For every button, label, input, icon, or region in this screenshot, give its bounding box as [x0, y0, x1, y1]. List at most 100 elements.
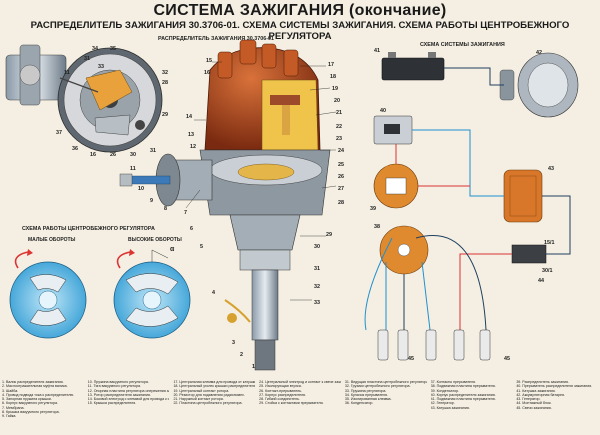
callout-14: 14	[186, 114, 192, 120]
legend-line: 21. Наружный контакт ротора.	[173, 397, 224, 402]
legend-column: 24. Центральный электрод и контакт к све…	[259, 380, 341, 435]
legend-line: 31. Ведущая пластина центробежного регул…	[344, 380, 427, 384]
legend-line: 10. Пружина вакуумного регулятора.	[87, 380, 149, 384]
legend-line: 34. Кулачок прерывателя.	[344, 392, 388, 397]
label-regulator-scheme: СХЕМА РАБОТЫ ЦЕНТРОБЕЖНОГО РЕГУЛЯТОРА	[22, 226, 155, 232]
page-title: СИСТЕМА ЗАЖИГАНИЯ (окончание)	[153, 2, 447, 19]
callout-21: 21	[336, 110, 342, 116]
distributor-cutaway	[119, 39, 331, 371]
system-scheme	[364, 52, 579, 361]
callout-22: 22	[336, 124, 342, 130]
legend-column: 10. Пружина вакуумного регулятора. 11. Т…	[88, 380, 170, 435]
callout-34: 34	[92, 46, 98, 52]
callout-28: 28	[338, 200, 344, 206]
callout-19: 19	[332, 86, 338, 92]
callout-36: 36	[72, 146, 78, 152]
callout-39: 39	[370, 206, 376, 212]
legend-line: 39. Конденсатор.	[430, 388, 460, 393]
callout-27: 27	[338, 186, 344, 192]
legend-line: 17. Центральная клемма для провода от ка…	[173, 380, 256, 384]
regulator-low-rpm	[9, 249, 87, 339]
legend-line: 41. Катушка зажигания.	[516, 388, 556, 393]
legend-line: 18. Центральный уголек крышки распредели…	[173, 384, 256, 389]
legend-line: 38. Подвижная пластина прерывателя.	[430, 384, 496, 389]
legend-line: 14. Боковой электрод с клеммой для прово…	[87, 397, 170, 402]
callout-17: 17	[328, 62, 334, 68]
distributor-top-view	[5, 44, 163, 153]
callout-23: 23	[336, 136, 342, 142]
legend-line: 13. Ротор распределителя зажигания.	[87, 392, 151, 397]
callout-31b: 31	[150, 148, 156, 154]
callout-31: 31	[84, 56, 90, 62]
callout-15: 15	[206, 58, 212, 64]
legend-line: 25. Изолирующая втулка.	[259, 384, 302, 389]
label-distributor: РАСПРЕДЕЛИТЕЛЬ ЗАЖИГАНИЯ 30.3706-01	[158, 36, 275, 42]
callout-38: 38	[374, 224, 380, 230]
legend-line: 27. Корпус распределителя.	[259, 392, 307, 397]
label-system-scheme: СХЕМА СИСТЕМЫ ЗАЖИГАНИЯ	[420, 42, 505, 48]
callout-11: 11	[64, 70, 70, 76]
legend-line: 9. Гайка.	[2, 414, 17, 419]
callout-6: 6	[190, 226, 193, 232]
callout-41: 41	[374, 48, 380, 54]
callout-43: 43	[548, 166, 554, 172]
legend-line: 8. Крышка вакуумного регулятора.	[2, 410, 60, 415]
callout-25: 25	[338, 162, 344, 168]
callout-3: 3	[232, 340, 235, 346]
callout-13: 13	[188, 132, 194, 138]
legend-line: 5. Запорная пружина крышки.	[2, 397, 52, 402]
callout-18: 18	[330, 74, 336, 80]
callout-45a: 45	[408, 356, 414, 362]
callout-5: 5	[200, 244, 203, 250]
legend-line: 42. Генератор.	[430, 401, 455, 406]
label-high-rpm: ВЫСОКИЕ ОБОРОТЫ	[128, 237, 182, 243]
page-subtitle: РАСПРЕДЕЛИТЕЛЬ ЗАЖИГАНИЯ 30.3706-01. СХЕ…	[30, 20, 570, 42]
legend-column: 31. Ведущая пластина центробежного регул…	[345, 380, 427, 435]
callout-12: 12	[190, 144, 196, 150]
legend-line: 33. Пружина регулятора.	[344, 388, 387, 393]
legend-line: 43. Катушка зажигания.	[430, 405, 470, 410]
callout-42: 42	[536, 50, 542, 56]
legend-line: 40. Корпус распределителя зажигания.	[430, 392, 496, 397]
callout-26: 26	[338, 174, 344, 180]
callout-33b: 33	[314, 300, 320, 306]
legend-column: 1. Валик распределителя зажигания. 2. Ма…	[2, 380, 84, 435]
legend-column: 37. Контакты прерывателя. 38. Подвижная …	[431, 380, 513, 435]
callout-45b: 45	[504, 356, 510, 362]
callout-37: 37	[56, 130, 62, 136]
legend-line: 19. Центральный контакт ротора.	[173, 388, 230, 393]
legend-line: 4. Провод подвода тока к распределителю.	[2, 392, 75, 397]
legend-line: 42. Аккумуляторная батарея.	[516, 392, 565, 397]
legend-line: 26. Контакт-прерыватель.	[259, 388, 303, 393]
legend-line: 43. Генератор.	[516, 397, 541, 402]
callout-28a: 28	[162, 80, 168, 86]
callout-16b: 16	[204, 70, 210, 76]
callout-8: 8	[164, 206, 167, 212]
ignition-diagram	[5, 39, 579, 371]
callout-26a: 26	[110, 152, 116, 158]
legend-line: 24. Центральный электрод и контакт к све…	[259, 380, 341, 384]
regulator-high-rpm	[113, 249, 191, 339]
label-low-rpm: МАЛЫЕ ОБОРОТЫ	[28, 237, 76, 243]
callout-20: 20	[334, 98, 340, 104]
legend-line: 44. Монтажный блок.	[516, 401, 552, 406]
callout-10: 10	[138, 186, 144, 192]
callout-11b: 11	[130, 166, 136, 172]
legend-line: 45. Свечи зажигания.	[516, 405, 552, 410]
legend-line: 6. Корпус вакуумного регулятора.	[2, 401, 58, 406]
callout-1: 1	[252, 364, 255, 370]
legend-line: 22. Пластина центробежного регулятора.	[173, 401, 243, 406]
legend-line: 29. Стойка с контактами прерывателя.	[259, 401, 324, 406]
label-alpha: α	[170, 246, 175, 253]
legend-line: 41. Подвижная пластина прерывателя.	[430, 397, 496, 402]
callout-9: 9	[150, 198, 153, 204]
callout-29: 29	[326, 232, 332, 238]
legend-column: 17. Центральная клемма для провода от ка…	[173, 380, 255, 435]
callout-29a: 29	[162, 112, 168, 118]
spark-plugs	[377, 329, 491, 361]
callout-31c: 31	[314, 266, 320, 272]
legend-line: 40. Прерыватель распределителя зажигания…	[516, 384, 593, 389]
callout-2: 2	[240, 352, 243, 358]
callout-33: 33	[98, 64, 104, 70]
callout-32a: 32	[162, 70, 168, 76]
